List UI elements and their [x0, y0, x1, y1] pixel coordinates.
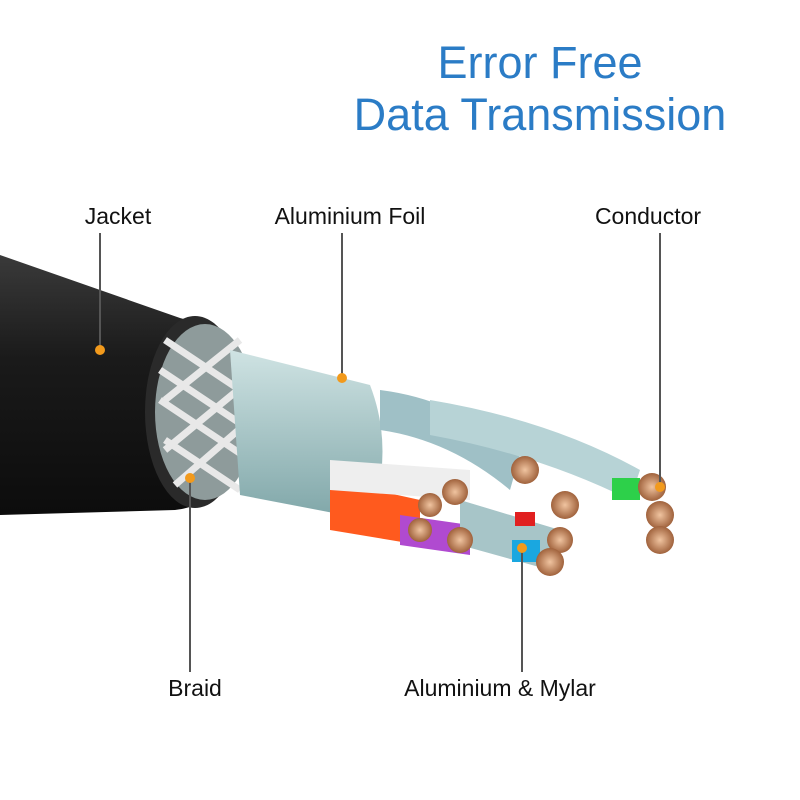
foil-marker-dot	[337, 373, 347, 383]
braid-leader-line	[189, 478, 191, 672]
mylar-marker-dot	[517, 543, 527, 553]
title-line-2: Data Transmission	[353, 89, 727, 140]
label-braid: Braid	[168, 675, 222, 701]
label-aluminium-mylar: Aluminium & Mylar	[404, 675, 596, 701]
foil-leader-line	[341, 233, 343, 378]
conductor-leader-line	[659, 233, 661, 487]
braid-shape	[155, 324, 255, 500]
label-jacket: Jacket	[84, 203, 152, 229]
jacket-leader-line	[99, 233, 101, 350]
label-aluminium-foil: Aluminium Foil	[274, 203, 426, 229]
label-conductor: Conductor	[594, 203, 702, 229]
mylar-leader-line	[521, 548, 523, 672]
title-line-1: Error Free	[437, 37, 643, 88]
conductor-marker-dot	[655, 482, 665, 492]
jacket-marker-dot	[95, 345, 105, 355]
braid-marker-dot	[185, 473, 195, 483]
conductor-ends	[408, 456, 674, 576]
